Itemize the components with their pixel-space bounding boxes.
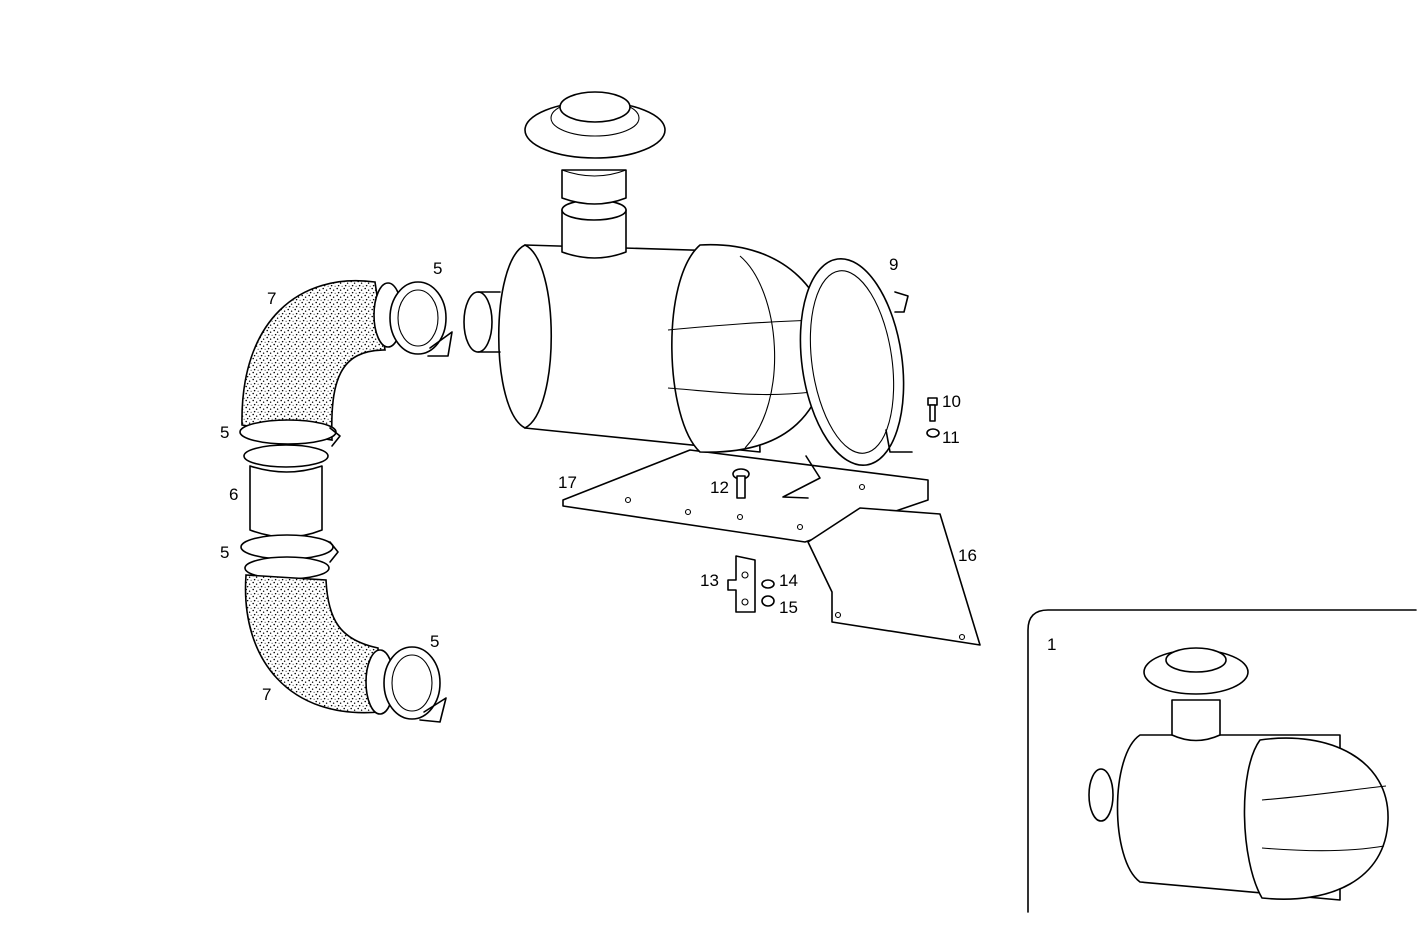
callout-14: 14 xyxy=(779,571,798,590)
callout-12: 12 xyxy=(710,478,729,497)
callout-5: 5 xyxy=(220,543,229,562)
bolt-10 xyxy=(927,397,938,422)
filter-clamp-band xyxy=(782,257,913,499)
callout-7: 7 xyxy=(267,289,276,308)
callout-10: 10 xyxy=(942,392,961,411)
callout-13: 13 xyxy=(700,571,719,590)
hose-clamp-lower-right xyxy=(365,646,447,723)
inlet-stub xyxy=(463,291,501,353)
pre-cleaner-cap xyxy=(524,91,666,205)
outlet-pipe xyxy=(561,199,627,259)
assembled-air-filter xyxy=(1088,647,1389,901)
callout-7: 7 xyxy=(262,685,271,704)
callout-5: 5 xyxy=(220,423,229,442)
bolt-12 xyxy=(732,468,750,499)
callout-15: 15 xyxy=(779,598,798,617)
bracket-13 xyxy=(727,555,756,613)
nut-15 xyxy=(761,595,775,607)
assembly-inset-frame xyxy=(1027,609,1417,913)
callout-5: 5 xyxy=(433,259,442,278)
hose-clamp-lower-middle xyxy=(240,534,339,580)
callout-9: 9 xyxy=(889,255,898,274)
filter-cover-cap xyxy=(667,244,829,453)
callout-16: 16 xyxy=(958,546,977,565)
callout-17: 17 xyxy=(558,473,577,492)
callout-1: 1 xyxy=(1047,635,1056,654)
callout-11: 11 xyxy=(942,428,960,447)
washer-14 xyxy=(761,579,775,589)
callout-5: 5 xyxy=(430,632,439,651)
hose-clamp-upper-middle xyxy=(239,419,341,468)
support-bracket xyxy=(807,507,981,646)
washer-11 xyxy=(926,428,940,438)
connecting-tube xyxy=(249,465,323,538)
callout-6: 6 xyxy=(229,485,238,504)
upper-hose-elbow xyxy=(241,280,386,441)
lower-hose-elbow xyxy=(244,574,381,714)
hose-clamp-upper-right xyxy=(373,281,453,357)
